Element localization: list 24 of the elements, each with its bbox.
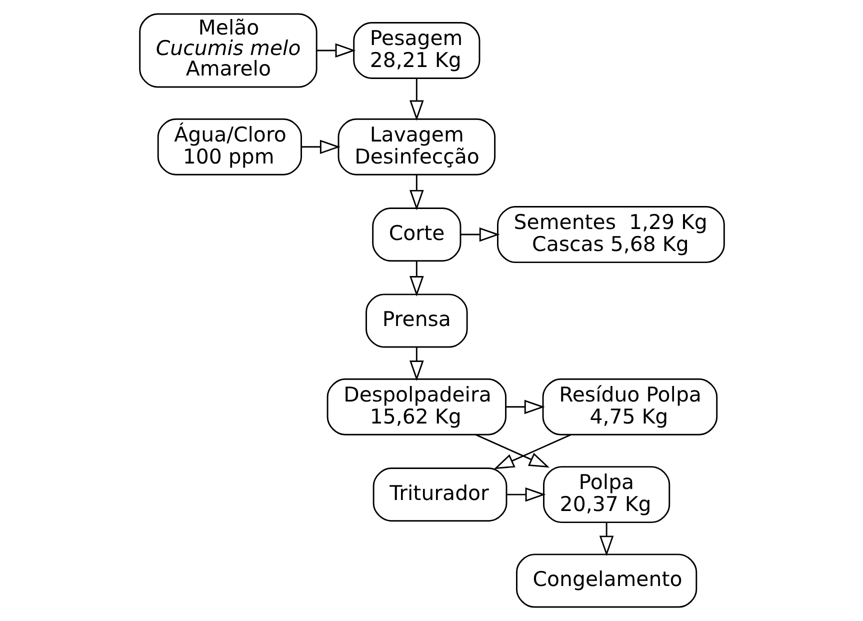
arrow [409, 78, 424, 121]
node-box: Sementes 1,29 Kg Cascas 5,68 Kg [496, 206, 724, 264]
arrow [598, 522, 614, 556]
arrow [505, 400, 544, 414]
node-box: Despolpadeira 15,62 Kg [326, 378, 506, 436]
node-box: Melão Cucumis melo Amarelo [138, 13, 317, 88]
arrow [493, 434, 571, 470]
node-box: Prensa [365, 294, 468, 348]
node-box: Pesagem 28,21 Kg [352, 22, 480, 79]
arrow [316, 43, 356, 58]
arrow [300, 140, 340, 154]
node-box: Lavagem Desinfecção [337, 118, 496, 176]
node-box: Corte [372, 208, 461, 262]
node-box: Água/Cloro 100 ppm [156, 118, 302, 176]
arrow [460, 227, 500, 242]
node-box: Congelamento [516, 554, 697, 608]
arrow [506, 487, 546, 502]
node-box: Triturador [372, 468, 507, 522]
node-box: Resíduo Polpa 4,75 Kg [542, 378, 718, 436]
arrow [409, 174, 424, 210]
arrow [409, 347, 424, 381]
arrow [474, 434, 550, 468]
arrow [409, 260, 424, 296]
node-box: Polpa 20,37 Kg [542, 466, 670, 524]
